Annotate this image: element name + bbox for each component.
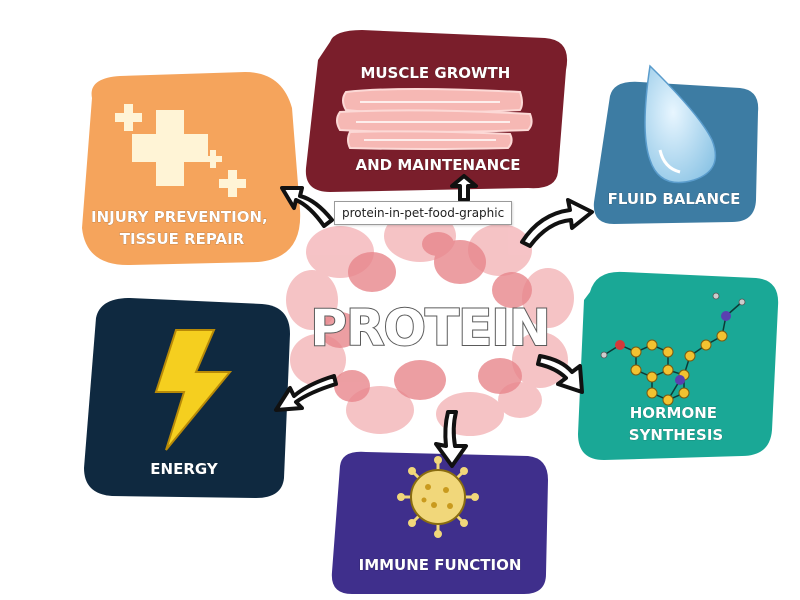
arrow-to-immune (434, 410, 468, 468)
svg-text:HORMONE SYNTHESIS: HORMONE SYNTHESIS (629, 404, 723, 444)
immune-label: IMMUNE FUNCTION (359, 556, 522, 574)
node-energy: ENERGY (84, 298, 290, 498)
node-injury-prevention: INJURY PREVENTION, TISSUE REPAIR (82, 72, 301, 266)
virus-icon (397, 456, 479, 538)
energy-label: ENERGY (150, 460, 219, 478)
svg-text:ENERGY: ENERGY (150, 460, 219, 478)
image-title-tooltip: protein-in-pet-food-graphic (334, 201, 513, 225)
molecule-icon (600, 292, 746, 406)
injury-label-line2: TISSUE REPAIR (120, 230, 245, 248)
water-drop-icon (644, 64, 717, 184)
arrow-to-energy (274, 374, 338, 412)
muscle-label-line1: MUSCLE GROWTH (360, 64, 510, 82)
bandage-cross-icon (115, 104, 246, 197)
node-immune-function: IMMUNE FUNCTION (331, 451, 548, 594)
muscle-fiber-icon (336, 88, 533, 150)
arrow-to-hormone (536, 354, 584, 394)
node-hormone-synthesis: HORMONE SYNTHESIS (578, 271, 779, 460)
drop-highlight (658, 149, 681, 174)
svg-text:MUSCLE GROWTH AND MAINTE: MUSCLE GROWTH AND MAINTENANCE (356, 64, 521, 174)
muscle-label-line2: AND MAINTENANCE (356, 156, 521, 174)
svg-text:INJURY PREVENTION, TISSU: INJURY PREVENTION, TISSUE REPAIR (91, 208, 273, 248)
svg-text:FLUID BALANCE: FLUID BALANCE (608, 190, 741, 208)
node-fluid-balance: FLUID BALANCE (593, 64, 759, 225)
center-label-protein: PROTEIN (310, 299, 549, 357)
injury-label-line1: INJURY PREVENTION, (91, 208, 268, 226)
hormone-label-line1: HORMONE (630, 404, 717, 422)
lightning-bolt-icon (154, 329, 233, 451)
arrow-to-injury (280, 186, 334, 228)
arrow-to-fluid (520, 198, 594, 248)
hormone-label-line2: SYNTHESIS (629, 426, 723, 444)
node-muscle-growth: MUSCLE GROWTH AND MAINTENANCE (305, 30, 568, 192)
arrows (274, 174, 594, 468)
fluid-label: FLUID BALANCE (608, 190, 741, 208)
svg-text:IMMUNE FUNCTION: IMMUNE FUNCTION (359, 556, 522, 574)
arrow-to-muscle (450, 174, 478, 202)
